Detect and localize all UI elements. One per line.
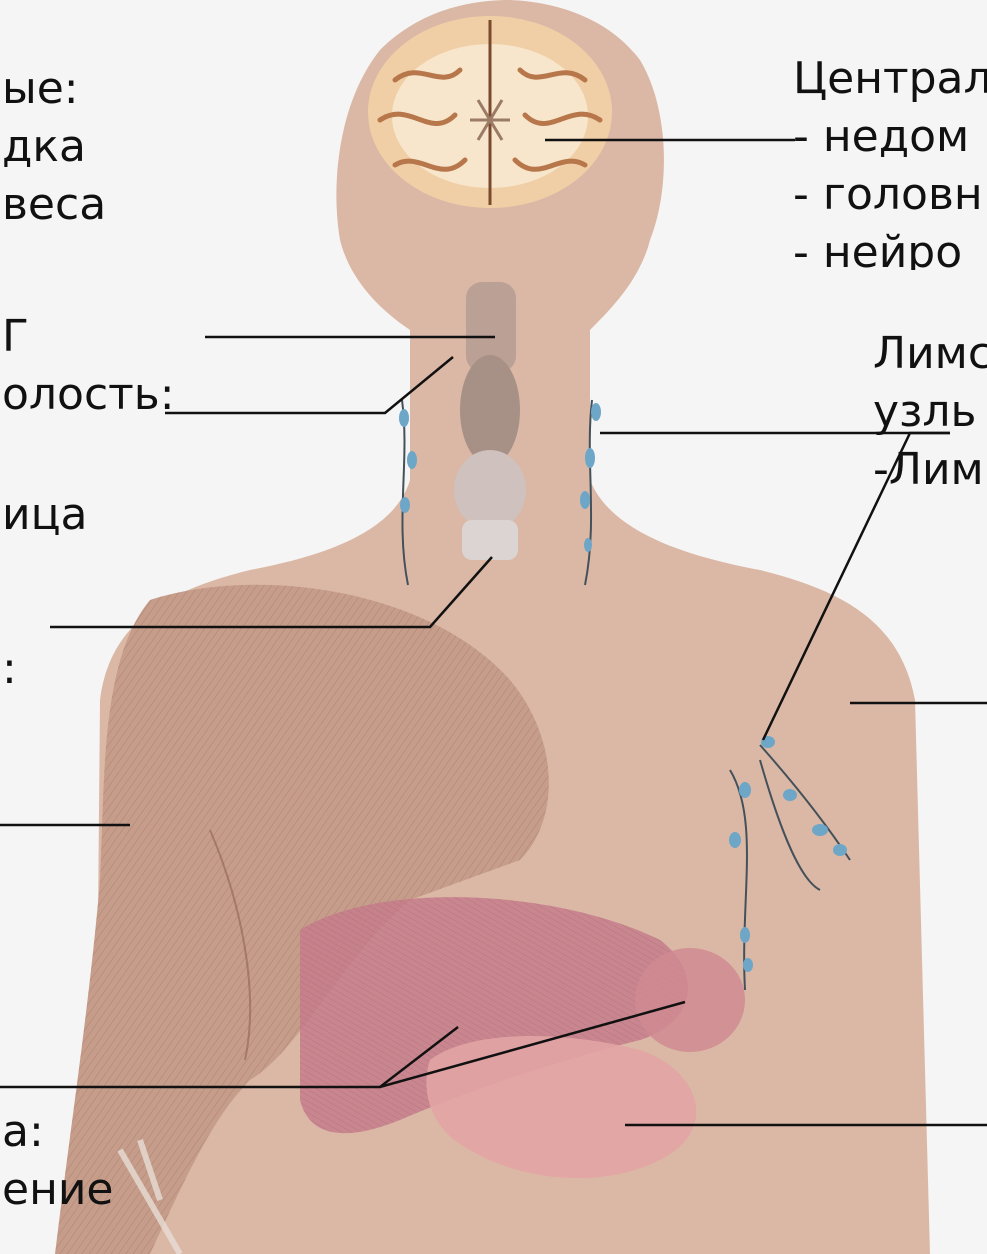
label-central-item-3: - нейро bbox=[793, 224, 962, 270]
leader-line-cavity bbox=[165, 357, 453, 413]
brain-icon bbox=[368, 16, 612, 208]
label-left-8: а: bbox=[2, 1103, 44, 1161]
label-left-1: ые: bbox=[2, 60, 79, 118]
label-left-4: Г bbox=[2, 308, 29, 366]
label-lymph-2: узль bbox=[873, 383, 977, 441]
label-left-9: ение bbox=[2, 1161, 114, 1219]
label-central-item-2: - головн bbox=[793, 166, 983, 224]
label-left-6: ица bbox=[2, 486, 88, 544]
label-lymph-1: Лимс bbox=[873, 325, 987, 383]
label-central: Централ bbox=[793, 50, 987, 108]
label-central-item-1: - недом bbox=[793, 108, 969, 166]
spleen-icon bbox=[635, 948, 745, 1052]
label-left-5: олость: bbox=[2, 366, 175, 424]
label-left-3: веса bbox=[2, 176, 106, 234]
label-lymph-3: -Лим bbox=[873, 441, 984, 499]
label-left-7: : bbox=[2, 640, 17, 698]
label-left-2: дка bbox=[2, 118, 86, 176]
